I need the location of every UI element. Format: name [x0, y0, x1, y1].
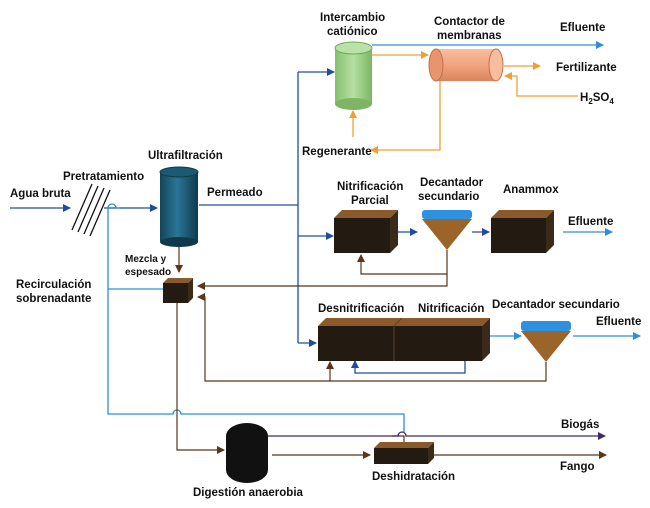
mixing-thickening-tank — [163, 278, 193, 303]
label-efluente-top: Efluente — [560, 22, 605, 34]
label-contactor-line2: membranas — [437, 30, 502, 42]
label-digestion: Digestión anaerobia — [193, 487, 304, 499]
label-permeado: Permeado — [207, 187, 263, 199]
label-desnitrificacion: Desnitrificación — [318, 303, 404, 315]
label-recirculacion-line2: sobrenadante — [16, 293, 91, 305]
clarifier2-waste — [197, 293, 330, 382]
label-intercambio-line1: Intercambio — [320, 12, 385, 24]
anaerobic-digester — [226, 423, 268, 483]
label-deshidratacion: Deshidratación — [372, 471, 455, 483]
label-efluente-mid: Efluente — [568, 216, 613, 228]
partial-nitrification-reactor — [334, 210, 398, 253]
mixer-to-digester — [176, 303, 225, 454]
label-contactor-line1: Contactor de — [434, 16, 505, 28]
label-efluente-low: Efluente — [596, 316, 641, 328]
label-mezcla-line2: espesado — [125, 267, 171, 278]
secondary-clarifier-1 — [422, 210, 472, 250]
label-regenerante: Regenerante — [302, 146, 372, 158]
biogas-line — [266, 431, 606, 440]
label-agua-bruta: Agua bruta — [10, 188, 71, 200]
labels: Agua bruta Pretratamiento Ultrafiltració… — [10, 12, 641, 499]
label-intercambio-line2: catiónico — [327, 26, 377, 38]
denitrification-nitrification-reactor — [318, 317, 490, 361]
dewatering-unit — [374, 442, 434, 464]
label-nitrificacion-parcial-line1: Nitrificación — [337, 181, 403, 193]
label-pretratamiento: Pretratamiento — [63, 171, 144, 183]
regenerant-return — [370, 81, 441, 154]
label-h2so4: H2SO4 — [580, 92, 614, 106]
label-nitrificacion-parcial-line2: Parcial — [351, 195, 389, 207]
label-fertilizante: Fertilizante — [556, 62, 617, 74]
ultrafiltration-unit — [159, 166, 199, 247]
acid-fertilizer-lines — [349, 51, 578, 154]
label-ultrafiltracion: Ultrafiltración — [148, 150, 223, 162]
anammox-reactor — [491, 210, 554, 253]
clarifier1-waste — [197, 274, 448, 290]
internal-recycle-loop — [351, 360, 466, 374]
pretreatment-screen — [71, 183, 111, 237]
clarifier1-sludge — [357, 250, 448, 275]
label-fango: Fango — [560, 461, 595, 473]
label-decantador-sec-line2: secundario — [418, 191, 479, 203]
label-decantador-sec-line1: Decantador — [420, 177, 484, 189]
membrane-contactor — [428, 48, 504, 82]
label-decantador-secundario: Decantador secundario — [492, 299, 620, 311]
sludge-lines — [175, 247, 607, 459]
label-biogas: Biogás — [561, 419, 599, 431]
h2so4-arrow — [504, 72, 578, 97]
clarifier2-sludge — [326, 361, 547, 382]
label-mezcla-line1: Mezcla y — [125, 254, 167, 265]
biogas-arrow — [266, 431, 606, 440]
water-flow-lines — [10, 68, 490, 374]
label-anammox: Anammox — [503, 184, 559, 196]
secondary-clarifier-2 — [521, 321, 571, 362]
label-nitrificacion: Nitrificación — [418, 303, 484, 315]
label-recirculacion-line1: Recirculación — [16, 279, 91, 291]
ion-exchange-column — [334, 41, 373, 110]
